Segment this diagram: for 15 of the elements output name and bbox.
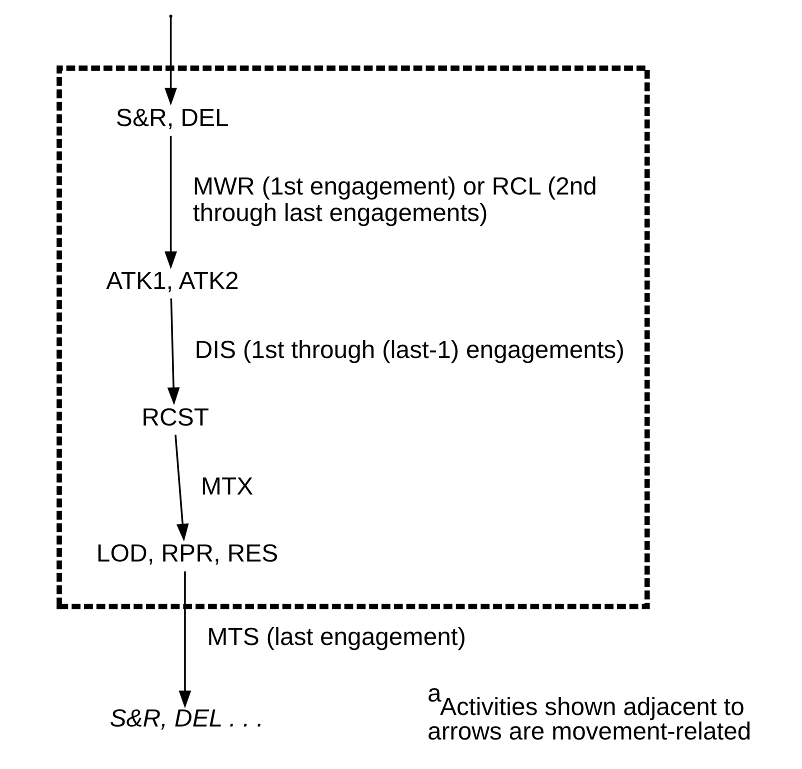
- arrow: [174, 434, 189, 542]
- node-text: RCST: [142, 404, 210, 432]
- arrow: [164, 17, 178, 106]
- arrow: [178, 571, 192, 708]
- node-text: ATK1, ATK2: [106, 268, 239, 295]
- node-text: LOD, RPR, RES: [96, 540, 278, 568]
- node-text: S&R, DEL . . .: [110, 705, 264, 732]
- edge-label: MTX: [200, 473, 254, 500]
- node-text: S&R, DEL: [116, 105, 229, 132]
- edge-label: MWR (1st engagement) or RCL (2nd through last engagements): [192, 173, 597, 227]
- edge-label: DIS (1st through (last-1) engagements): [194, 337, 624, 364]
- arrow: [164, 136, 178, 270]
- edge-label: MTS (last engagement): [207, 624, 466, 651]
- arrow: [167, 298, 180, 406]
- cluster: [56, 66, 650, 610]
